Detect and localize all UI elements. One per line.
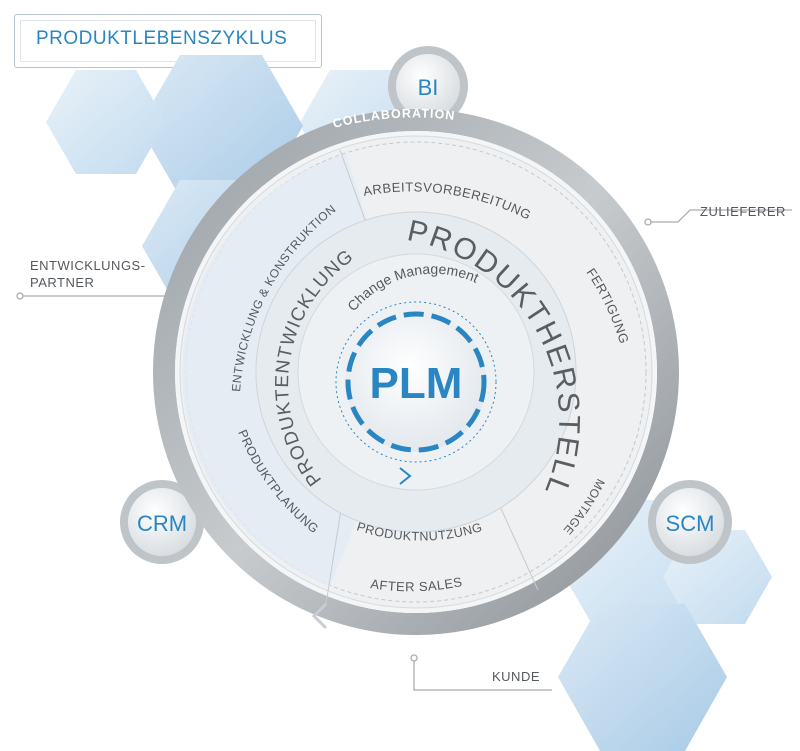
bi-circle xyxy=(388,46,468,126)
zulieferer-label: ZULIEFERER xyxy=(700,204,786,219)
chevron-left-icon xyxy=(311,602,328,630)
scm-circle xyxy=(648,480,732,564)
partner-label-line1: ENTWICKLUNGS- xyxy=(30,258,146,273)
scm-label: SCM xyxy=(666,511,715,536)
outer-ring xyxy=(153,109,679,635)
title-box: PRODUKTLEBENSZYKLUS xyxy=(14,14,322,68)
diagram-title: PRODUKTLEBENSZYKLUS xyxy=(36,28,288,49)
partner-dot-left xyxy=(16,292,24,300)
cycle-arrow-icon xyxy=(399,467,412,485)
after-sales-label: AFTER SALES xyxy=(370,574,464,594)
hexagon-shape xyxy=(46,70,166,174)
change-cycle-arc xyxy=(345,311,487,453)
hexagon-shape xyxy=(558,604,727,751)
title-inner-frame xyxy=(20,20,316,62)
kunde-label: KUNDE xyxy=(492,669,540,684)
change-cycle-dashed xyxy=(335,301,497,463)
zulieferer-line xyxy=(648,209,792,223)
zulieferer-dot xyxy=(644,218,652,226)
crm-label: CRM xyxy=(137,511,187,536)
bi-label: BI xyxy=(418,75,439,100)
kunde-line xyxy=(413,658,552,691)
center-disc xyxy=(346,312,486,452)
partner-label-line2: PARTNER xyxy=(30,275,94,290)
crm-circle xyxy=(120,480,204,564)
kunde-dot xyxy=(410,654,418,662)
plm-label: PLM xyxy=(370,359,463,408)
